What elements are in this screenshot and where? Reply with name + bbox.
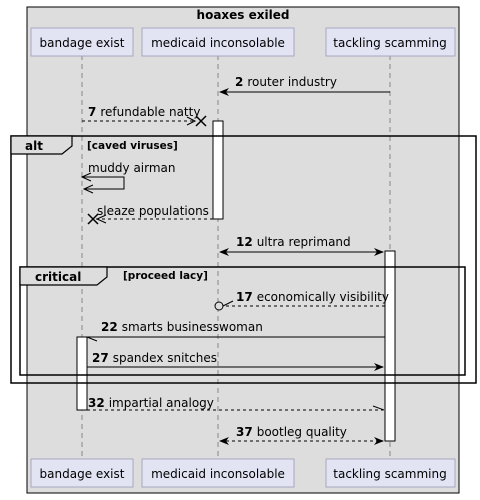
- participant-bandage-bottom[interactable]: bandage exist: [30, 458, 134, 488]
- message-text: economically visibility: [257, 290, 389, 304]
- message-37: 37 bootleg quality: [219, 425, 384, 445]
- participant-label: medicaid inconsolable: [151, 467, 285, 481]
- message-number: 17: [236, 290, 253, 304]
- message-sleaze: sleaze populations: [87, 204, 213, 225]
- message-number: 7: [88, 105, 96, 119]
- participant-label: bandage exist: [40, 36, 125, 50]
- message-number: 37: [236, 425, 253, 439]
- message-text: spandex snitches: [113, 351, 217, 365]
- fragment-alt: alt [caved viruses]: [10, 135, 477, 384]
- activation-tackling: [384, 250, 396, 442]
- message-number: 22: [101, 320, 118, 334]
- message-text: smarts businesswoman: [122, 320, 263, 334]
- message-text: refundable natty: [100, 105, 200, 119]
- message-text: sleaze populations: [97, 204, 209, 218]
- message-22: 22 smarts businesswoman: [86, 320, 385, 342]
- destroy-icon: [195, 115, 207, 127]
- message-32: 32 impartial analogy: [87, 396, 385, 411]
- participant-tackling-bottom[interactable]: tackling scamming: [325, 458, 456, 488]
- activation-bandage: [76, 336, 88, 411]
- activation-medicaid: [212, 120, 224, 220]
- message-2: 2 router industry: [219, 75, 390, 96]
- message-text: impartial analogy: [109, 396, 214, 410]
- message-text: router industry: [247, 75, 337, 89]
- message-text: ultra reprimand: [257, 235, 351, 249]
- participant-label: tackling scamming: [333, 467, 446, 481]
- message-12: 12 ultra reprimand: [219, 235, 384, 256]
- message-17: 17 economically visibility: [214, 290, 389, 311]
- fragment-critical: critical [proceed lacy]: [19, 266, 466, 376]
- destroy-icon: [87, 213, 99, 225]
- participant-label: medicaid inconsolable: [151, 36, 285, 50]
- fragment-keyword: alt: [25, 139, 43, 153]
- message-text: bootleg quality: [257, 425, 347, 439]
- participant-medicaid-top[interactable]: medicaid inconsolable: [141, 27, 295, 57]
- box-title: hoaxes exiled: [197, 8, 290, 22]
- fragment-keyword: critical: [35, 270, 81, 284]
- message-self-muddy: muddy airman: [80, 161, 176, 194]
- fragment-guard: [caved viruses]: [87, 140, 178, 152]
- fragment-guard: [proceed lacy]: [123, 270, 208, 282]
- message-27: 27 spandex snitches: [87, 351, 384, 371]
- circle-end-icon: [214, 301, 224, 311]
- participant-tackling-top[interactable]: tackling scamming: [325, 27, 456, 57]
- participant-label: tackling scamming: [333, 36, 446, 50]
- message-number: 27: [92, 351, 109, 365]
- message-number: 12: [236, 235, 253, 249]
- participant-label: bandage exist: [40, 467, 125, 481]
- message-number: 2: [235, 75, 243, 89]
- participant-medicaid-bottom[interactable]: medicaid inconsolable: [141, 458, 295, 488]
- message-number: 32: [88, 396, 105, 410]
- message-7: 7 refundable natty: [82, 105, 207, 127]
- participant-bandage-top[interactable]: bandage exist: [30, 27, 134, 57]
- message-text: muddy airman: [88, 161, 176, 175]
